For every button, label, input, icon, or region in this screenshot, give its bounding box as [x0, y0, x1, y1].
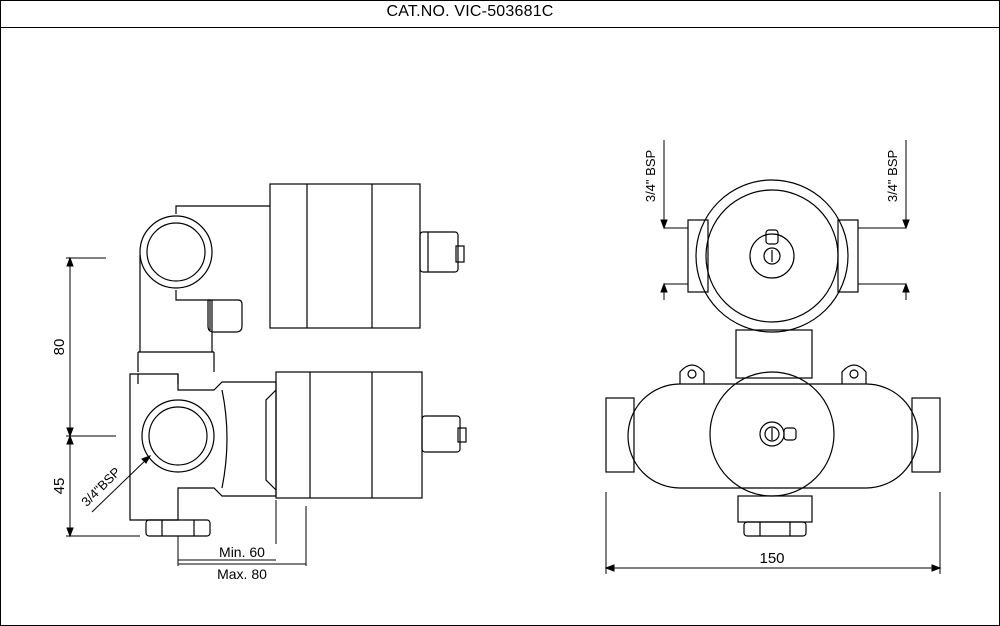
inlet-bsp-label: 3/4"BSP [78, 464, 123, 509]
upper-outlet-ring [139, 215, 213, 289]
catalog-number: CAT.NO. VIC-503681C [386, 3, 554, 20]
dim-height-upper: 80 [51, 339, 68, 356]
dim-depth-max: Max. 80 [217, 566, 267, 582]
right-bsp-label: 3/4" BSP [885, 150, 900, 202]
inlet-ring [141, 399, 215, 473]
front-bottom-plug [737, 495, 813, 523]
side-dimensions [66, 256, 307, 566]
elbow-fitting [207, 299, 243, 333]
lower-cartridge [275, 371, 423, 499]
right-pipe [911, 397, 941, 473]
lower-spindle [421, 415, 461, 453]
dim-depth-min: Min. 60 [219, 544, 265, 560]
front-neck [735, 329, 813, 379]
front-view [605, 179, 941, 537]
left-pipe [605, 397, 635, 473]
upper-left-lug [687, 219, 709, 293]
front-dimensions [604, 140, 942, 574]
left-ear [679, 364, 705, 384]
lower-valve-body [627, 383, 919, 489]
left-bsp-label: 3/4" BSP [643, 150, 658, 202]
dim-height-lower: 45 [51, 478, 68, 495]
right-ear [841, 364, 867, 384]
bottom-plug [145, 519, 211, 537]
title-row: CAT.NO. VIC-503681C [0, 0, 1000, 28]
upper-valve-body [695, 179, 849, 333]
lower-body [129, 373, 277, 521]
dim-width: 150 [759, 550, 784, 567]
upper-cartridge [269, 183, 421, 329]
side-view [129, 183, 467, 537]
upper-spindle [419, 231, 459, 273]
